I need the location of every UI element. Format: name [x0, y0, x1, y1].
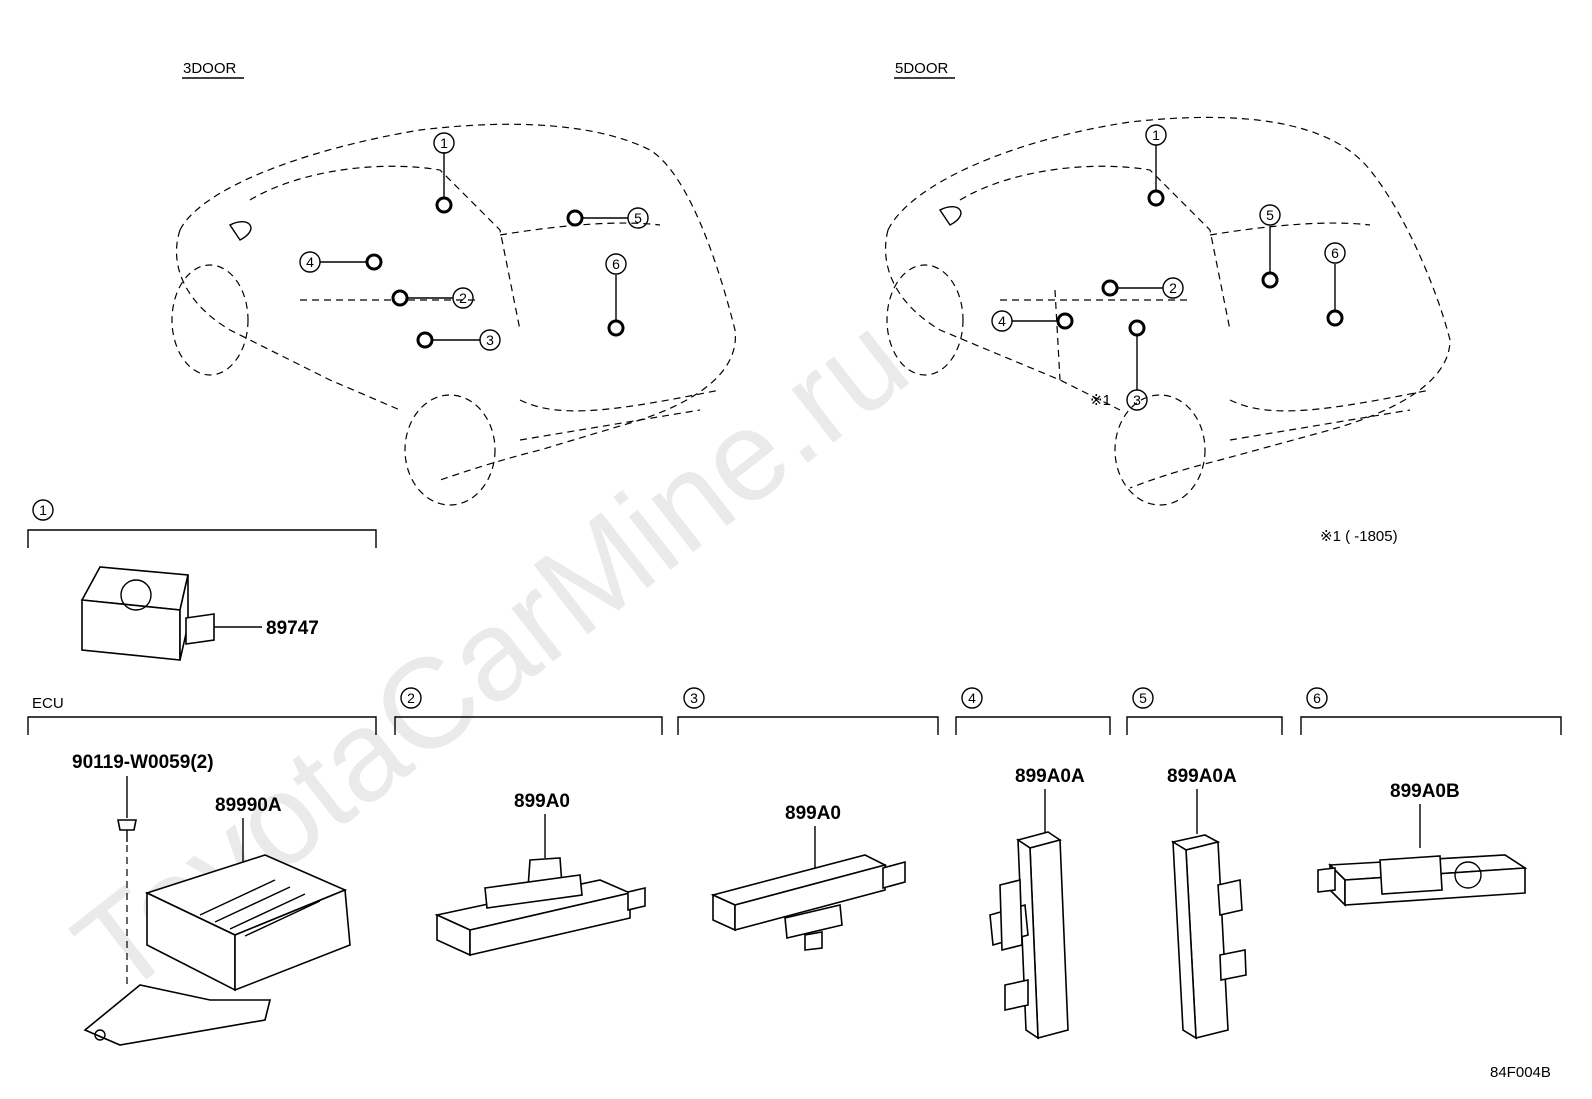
callout-5-5door: 5: [1266, 207, 1274, 223]
part-number-899a0-b: 899A0: [785, 803, 841, 824]
callout-3-5door: 3: [1133, 392, 1141, 408]
section-4: 4 899A0A: [955, 687, 1111, 1040]
section-1: 1 89747: [27, 499, 377, 661]
section-2: 2 899A0: [394, 687, 663, 957]
part-number-899a0-a: 899A0: [514, 791, 570, 812]
section-3-index: 3: [690, 690, 698, 706]
callout-1-5door: 1: [1152, 127, 1160, 143]
callout-5: 5: [634, 210, 642, 226]
section-2-index: 2: [407, 690, 415, 706]
callout-4: 4: [306, 254, 314, 270]
section-ecu: ECU 90119-W0059(2) 89990A: [27, 695, 377, 1046]
section-1-index: 1: [39, 502, 47, 518]
callout-6: 6: [612, 256, 620, 272]
callout-6-5door: 6: [1331, 245, 1339, 261]
part-number-89747: 89747: [266, 618, 319, 639]
note-marker: ※1: [1090, 392, 1111, 409]
figure-code: 84F004B: [1490, 1064, 1551, 1081]
part-number-screw: 90119-W0059(2): [72, 752, 214, 773]
section-5-index: 5: [1139, 690, 1147, 706]
section-3: 3 899A0: [677, 687, 939, 951]
callout-3: 3: [486, 332, 494, 348]
part-number-899a0a-b: 899A0A: [1167, 766, 1237, 787]
car-5door: 5DOOR 1 2 3 ※1 4 5 6: [885, 60, 1451, 506]
section-5: 5 899A0A: [1126, 687, 1283, 1040]
part-number-89990a: 89990A: [215, 795, 282, 816]
section-4-index: 4: [968, 690, 976, 706]
section-6-index: 6: [1313, 690, 1321, 706]
part-number-899a0a-a: 899A0A: [1015, 766, 1085, 787]
callout-1: 1: [440, 135, 448, 151]
car-3door: 3DOOR 1 2 3 4 5 6: [171, 60, 736, 506]
part-number-899a0b: 899A0B: [1390, 781, 1460, 802]
view-title-5door: 5DOOR: [895, 60, 949, 77]
callout-2-5door: 2: [1169, 280, 1177, 296]
note-text: ※1 ( -1805): [1320, 528, 1398, 545]
callout-4-5door: 4: [998, 313, 1006, 329]
callout-2: 2: [459, 290, 467, 306]
section-6: 6 899A0B: [1300, 687, 1562, 907]
ecu-label: ECU: [32, 695, 64, 712]
view-title-3door: 3DOOR: [183, 60, 237, 77]
